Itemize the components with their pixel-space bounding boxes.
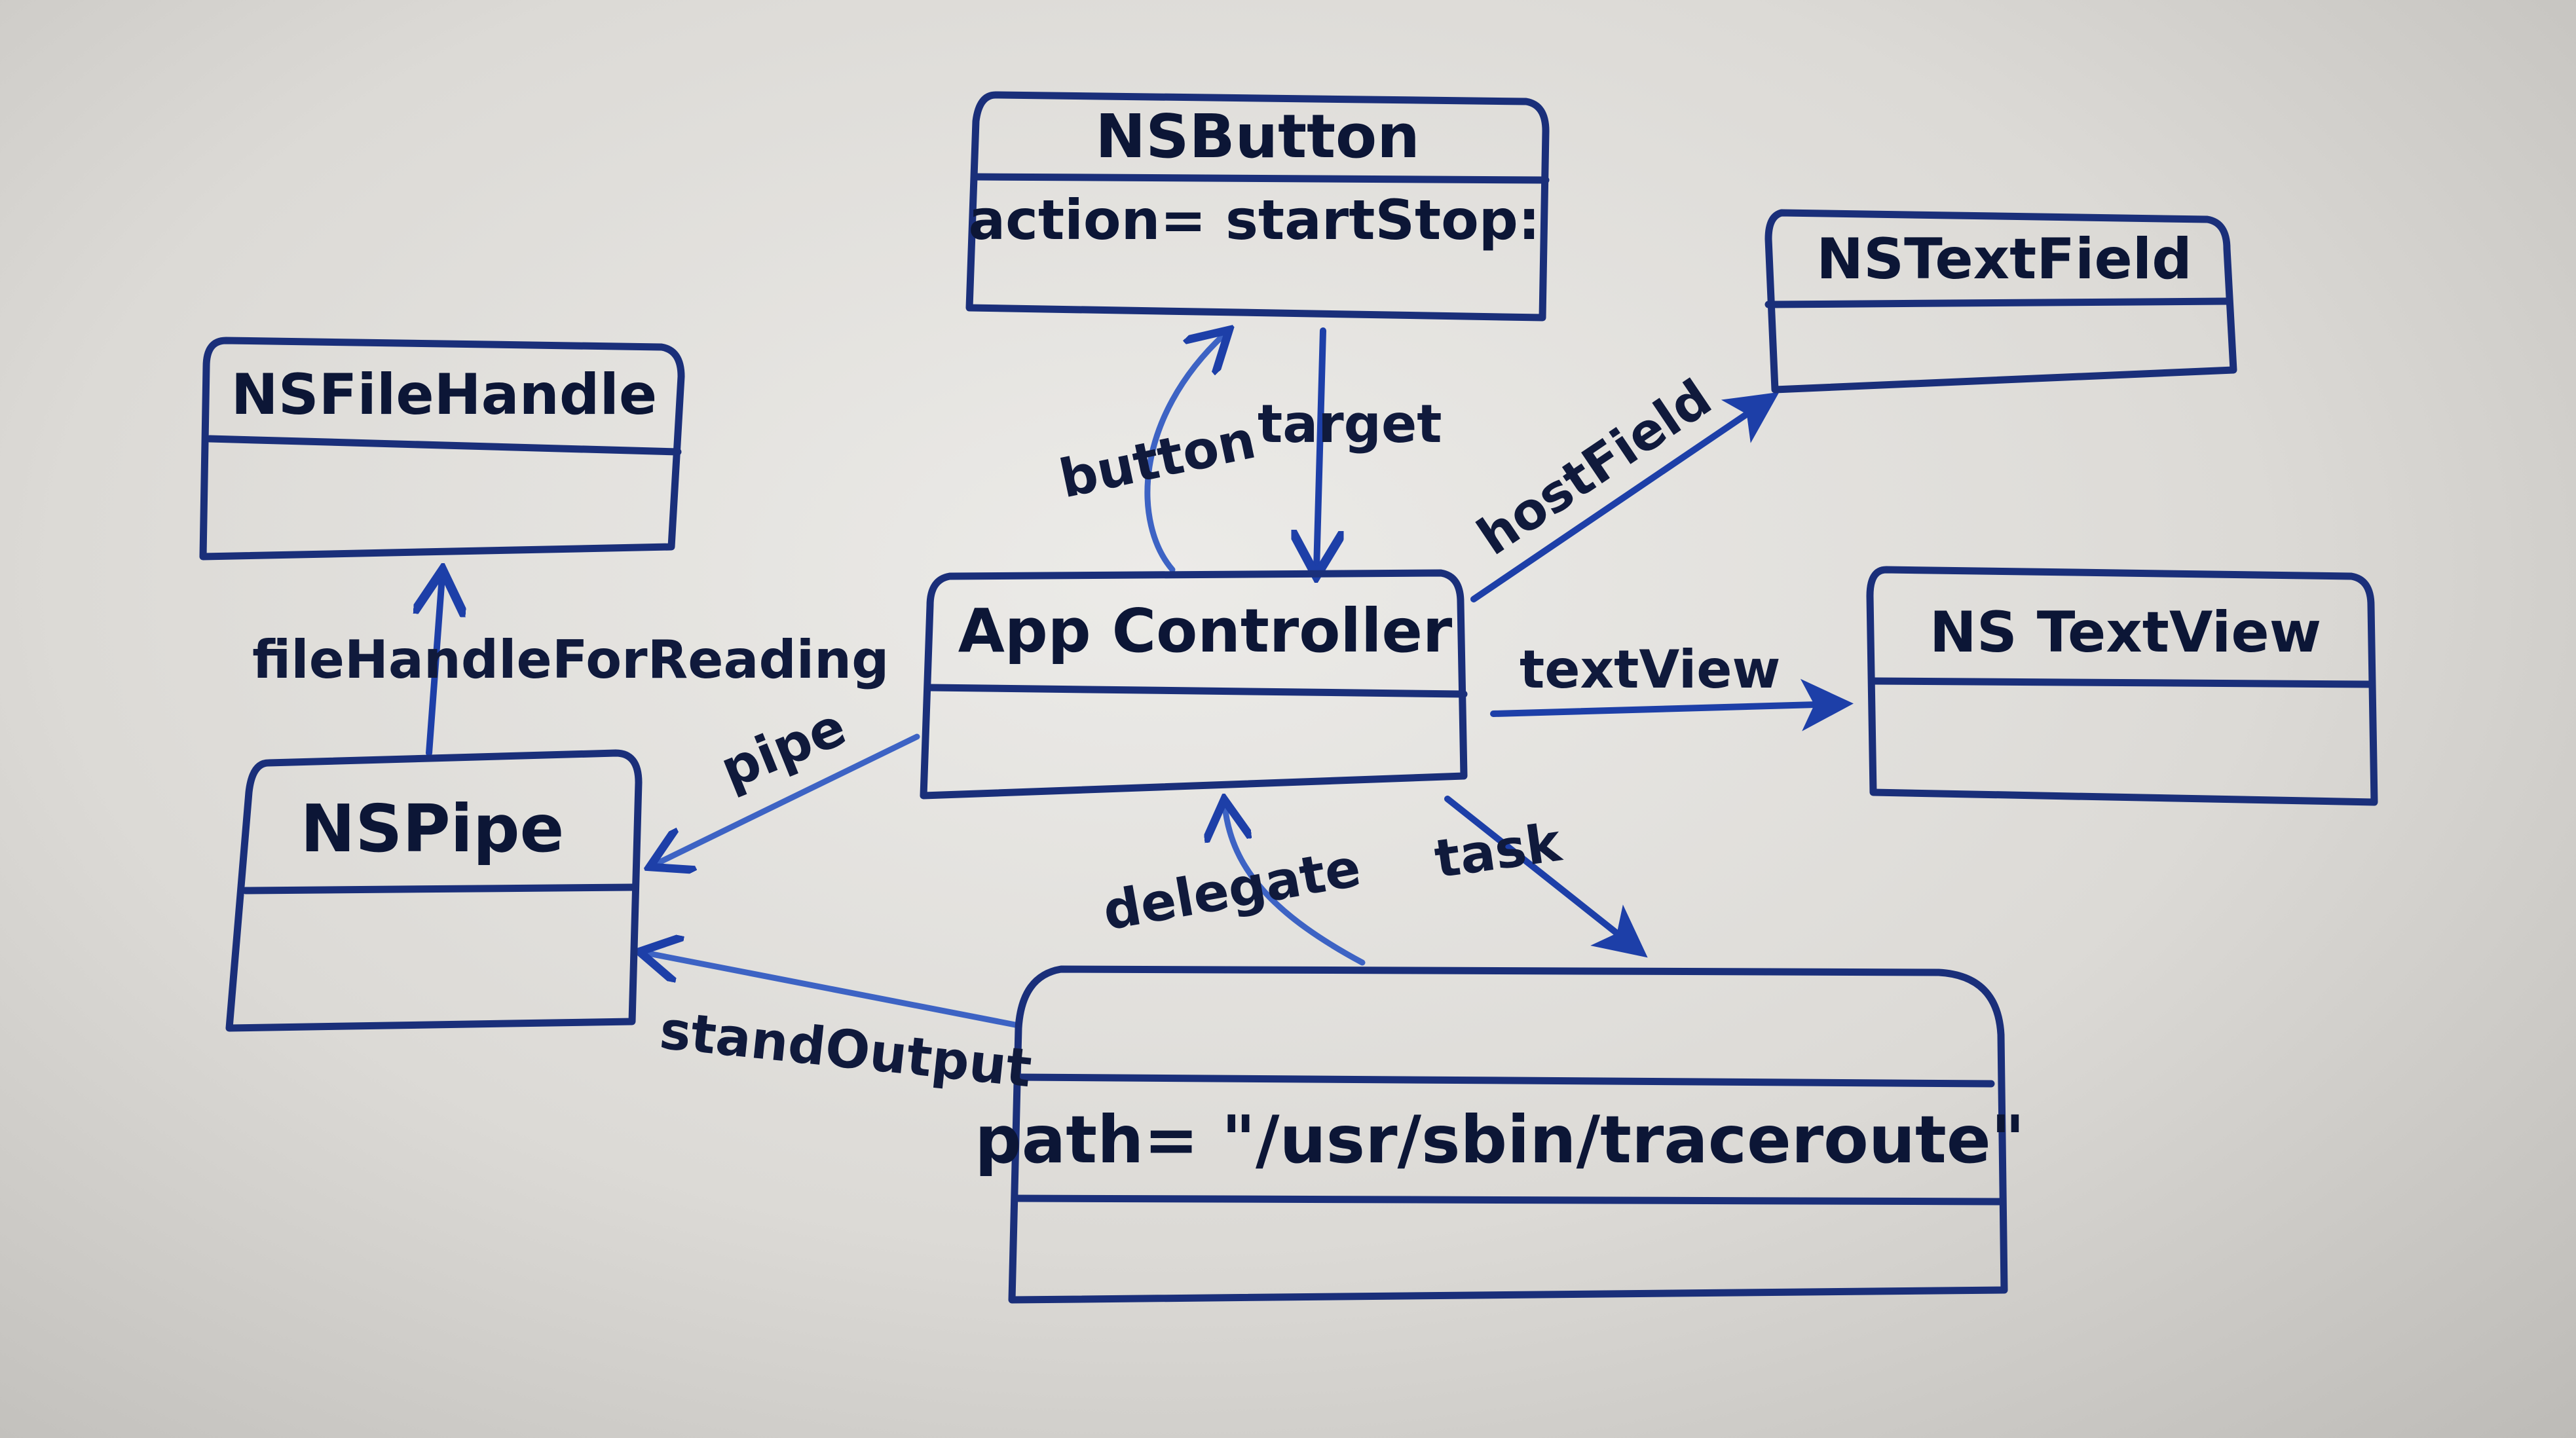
label-pipe: pipe [712,696,854,801]
edge-hostfield [1470,392,1780,602]
nstextview-title: NS TextView [1930,600,2321,665]
nsbutton-title: NSButton [1095,101,1420,172]
label-target: target [1258,394,1442,454]
label-filehandle: fileHandleForReading [252,629,889,690]
label-hostfield: hostField [1467,369,1722,567]
nstextview-box: NS TextView [1866,566,2378,806]
nstextfield-title: NSTextField [1816,227,2192,292]
edge-delegate [1225,805,1366,966]
task-attribute: path= "/usr/sbin/traceroute" [975,1101,2025,1178]
task-box: path= "/usr/sbin/traceroute" [975,965,2025,1304]
edge-standoutput [645,953,1018,1028]
edge-target [1316,327,1323,570]
edge-task [1444,796,1648,958]
edge-pipe [655,733,920,864]
edge-filehandle [429,576,442,756]
edge-textview [1490,678,1854,731]
nspipe-title: NSPipe [301,790,565,867]
appcontroller-title: App Controller [958,596,1453,666]
nspipe-box: NSPipe [225,749,643,1032]
label-delegate: delegate [1098,837,1365,942]
edge-button [1144,334,1225,573]
appcontroller-box: App Controller [920,569,1468,800]
nsfilehandle-title: NSFileHandle [231,362,658,428]
label-textview: textView [1520,639,1780,700]
nsbutton-box: NSButton action= startStop: [965,91,1550,322]
nsfilehandle-box: NSFileHandle [199,337,685,561]
label-standoutput: standOutput [657,999,1034,1099]
nsbutton-attribute: action= startStop: [968,188,1540,252]
nstextfield-box: NSTextField [1764,209,2237,394]
label-button: button [1055,409,1261,510]
